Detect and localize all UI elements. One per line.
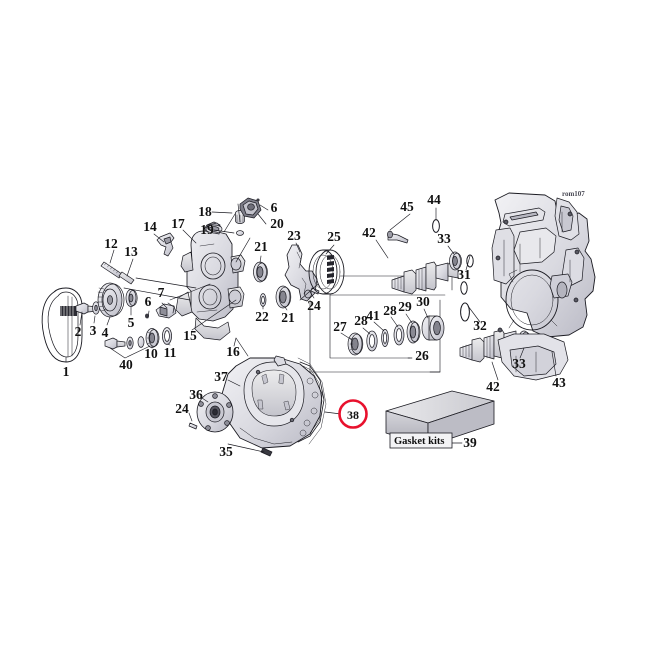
callout-labels: 1 2 3 4 5 6 7 10 11 12 13 14 15 16 17 18… xyxy=(63,192,566,459)
part-shim-22 xyxy=(259,293,267,307)
callout-23: 23 xyxy=(287,228,301,243)
highlight-circle-38[interactable]: 38 xyxy=(338,399,368,429)
callout-26: 26 xyxy=(415,348,429,363)
part-gasket-20 xyxy=(239,197,262,219)
callout-14: 14 xyxy=(143,219,157,234)
part-bearing-30 xyxy=(421,315,445,341)
callout-7: 7 xyxy=(158,285,165,300)
callout-15: 15 xyxy=(183,328,197,343)
leader-lines xyxy=(65,203,557,453)
part-clip-14 xyxy=(156,232,175,257)
callout-4: 4 xyxy=(102,325,109,340)
callout-21b: 21 xyxy=(281,310,295,325)
callout-2: 2 xyxy=(75,324,82,339)
gasket-kits-label: Gasket kits xyxy=(394,436,444,447)
callout-31: 31 xyxy=(457,267,471,282)
part-bolt-kit-40 xyxy=(104,336,145,350)
part-gasket-38 xyxy=(297,357,327,445)
callout-33b: 33 xyxy=(512,356,526,371)
callout-29: 29 xyxy=(398,299,412,314)
part-drive-gear-4 xyxy=(97,282,125,318)
callout-35: 35 xyxy=(219,444,233,459)
part-bracket-7 xyxy=(155,302,177,319)
callout-36: 36 xyxy=(189,387,203,402)
callout-6b: 6 xyxy=(271,200,278,215)
callout-40: 40 xyxy=(119,357,133,372)
part-bearing-5 xyxy=(125,289,138,307)
part-spacer-11 xyxy=(162,327,172,345)
part-bearing-21a xyxy=(253,261,268,283)
part-washer-3 xyxy=(92,301,100,315)
callout-22: 22 xyxy=(255,309,269,324)
callout-28b: 28 xyxy=(383,303,397,318)
callout-25: 25 xyxy=(327,229,341,244)
callout-17: 17 xyxy=(171,216,185,231)
gasket-kits-label-box: Gasket kits xyxy=(389,432,453,449)
callout-20: 20 xyxy=(270,216,284,231)
callout-42a: 42 xyxy=(362,225,376,240)
callout-18: 18 xyxy=(198,204,212,219)
part-dowel-13 xyxy=(118,271,135,285)
highlight-number: 38 xyxy=(347,408,359,422)
watermark-text: rom107 xyxy=(562,190,585,198)
callout-5: 5 xyxy=(128,315,135,330)
callout-27: 27 xyxy=(333,319,347,334)
callout-37: 37 xyxy=(214,369,228,384)
callout-16: 16 xyxy=(226,344,240,359)
callout-43: 43 xyxy=(552,375,566,390)
callout-28a: 28 xyxy=(354,313,368,328)
part-washer-28b xyxy=(393,324,405,346)
part-cam-sprocket-25 xyxy=(308,249,345,295)
part-flange-36 xyxy=(196,391,234,433)
callout-13: 13 xyxy=(124,244,138,259)
part-bearing-21b xyxy=(275,285,292,309)
part-gearcase-cover-37 xyxy=(221,355,325,449)
callout-6: 6 xyxy=(145,294,152,309)
part-spacer-41 xyxy=(381,329,389,347)
part-oring-32 xyxy=(460,281,470,322)
part-bearing-10 xyxy=(145,328,160,348)
part-bearing-33a xyxy=(449,251,462,271)
callout-44: 44 xyxy=(427,192,441,207)
part-oring-31 xyxy=(466,254,474,268)
callout-41: 41 xyxy=(366,308,380,323)
part-chain-1 xyxy=(41,287,83,363)
callout-32: 32 xyxy=(473,318,487,333)
callout-24b: 24 xyxy=(175,401,189,416)
callout-30: 30 xyxy=(416,294,430,309)
part-bolt-35 xyxy=(260,447,273,457)
part-bearing-27 xyxy=(347,332,364,356)
callout-1: 1 xyxy=(63,364,70,379)
part-pin-45 xyxy=(387,230,409,244)
callout-39: 39 xyxy=(463,435,477,450)
callout-19: 19 xyxy=(200,222,214,237)
callout-11: 11 xyxy=(164,345,177,360)
callout-24: 24 xyxy=(307,298,321,313)
part-stud-12 xyxy=(100,261,123,279)
part-oil-pump-17 xyxy=(175,221,246,341)
part-washer-28a xyxy=(366,330,378,352)
callout-12: 12 xyxy=(104,236,118,251)
part-pin-24b xyxy=(188,422,198,430)
part-race-29 xyxy=(406,320,421,344)
callout-21a: 21 xyxy=(254,239,268,254)
callout-45: 45 xyxy=(400,199,414,214)
callout-33a: 33 xyxy=(437,231,451,246)
part-ball-19 xyxy=(236,230,244,236)
callout-42b: 42 xyxy=(486,379,500,394)
part-crankcase-43 xyxy=(491,192,596,381)
callout-10: 10 xyxy=(144,346,158,361)
part-camshaft-42a xyxy=(391,261,459,295)
callout-3: 3 xyxy=(90,323,97,338)
